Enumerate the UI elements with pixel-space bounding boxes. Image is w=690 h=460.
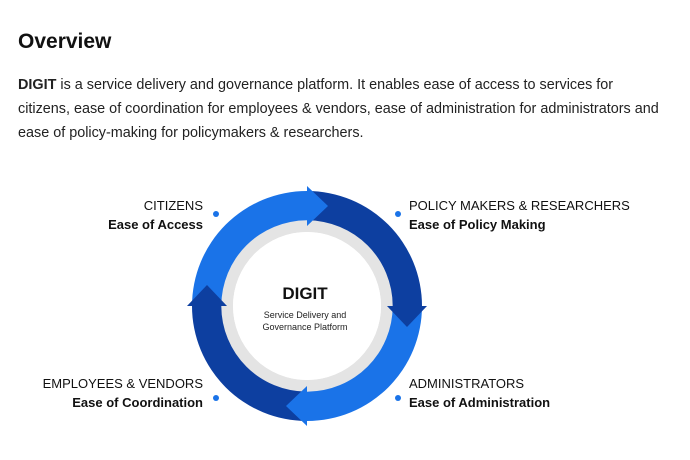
- arrow-head-bottom: [286, 386, 307, 426]
- stakeholder-name: POLICY MAKERS & RESEARCHERS: [409, 198, 630, 213]
- center-disc: [233, 232, 381, 380]
- stakeholder-benefit: Ease of Coordination: [72, 395, 203, 410]
- stakeholder-name: ADMINISTRATORS: [409, 376, 525, 391]
- arrow-head-top: [307, 186, 328, 226]
- stakeholder-policy-makers: POLICY MAKERS & RESEARCHERS Ease of Poli…: [409, 196, 630, 234]
- arc-top-left: [192, 191, 307, 306]
- intro-text: is a service delivery and governance pla…: [18, 77, 659, 141]
- stakeholder-benefit: Ease of Access: [108, 217, 203, 232]
- intro-bold-term: DIGIT: [18, 77, 57, 93]
- arc-bottom-left: [192, 306, 307, 421]
- stakeholder-benefit: Ease of Administration: [409, 395, 551, 410]
- stakeholder-employees: EMPLOYEES & VENDORS Ease of Coordination: [43, 374, 203, 412]
- arrow-head-right: [387, 306, 427, 327]
- stakeholder-benefit: Ease of Policy Making: [409, 217, 546, 232]
- page-title: Overview: [18, 30, 112, 53]
- center-subtitle: Service Delivery and Governance Platform: [262, 310, 348, 332]
- connector-dot-citizens: [213, 211, 219, 217]
- stakeholder-citizens: CITIZENS Ease of Access: [108, 196, 203, 234]
- center-title: DIGIT: [282, 284, 328, 303]
- arc-top-right: [307, 191, 422, 306]
- connector-dot-admins: [395, 395, 401, 401]
- intro-paragraph: DIGIT is a service delivery and governan…: [18, 73, 668, 145]
- stakeholder-administrators: ADMINISTRATORS Ease of Administration: [409, 374, 550, 412]
- stakeholder-name: EMPLOYEES & VENDORS: [42, 376, 203, 391]
- stakeholder-name: CITIZENS: [143, 198, 203, 213]
- connector-dot-policy: [395, 211, 401, 217]
- connector-dot-employees: [213, 395, 219, 401]
- arrow-head-left: [187, 285, 227, 306]
- arc-bottom-right: [307, 306, 422, 421]
